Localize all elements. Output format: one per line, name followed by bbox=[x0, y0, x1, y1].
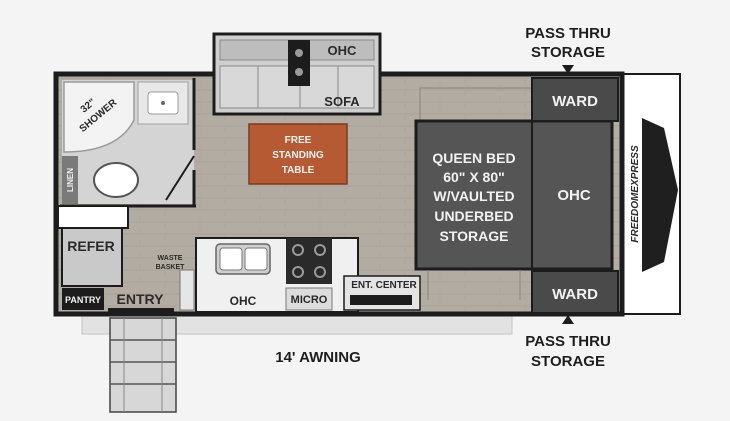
ward-top-label: WARD bbox=[552, 93, 598, 110]
queen-bed-label-1: QUEEN BED bbox=[432, 150, 515, 166]
front-window bbox=[642, 118, 678, 272]
table-label-1: FREE bbox=[285, 135, 312, 146]
brand-logo: FREEDOMEXPRESS bbox=[630, 145, 641, 243]
pass-thru-top-arrow-icon bbox=[562, 65, 574, 74]
linen-label: LINEN bbox=[66, 168, 75, 192]
stove bbox=[286, 238, 332, 284]
pantry bbox=[62, 288, 104, 310]
ent-center-label: ENT. CENTER bbox=[351, 280, 417, 291]
shower bbox=[63, 81, 135, 153]
entry-label: ENTRY bbox=[117, 291, 165, 307]
pass-thru-bottom-label-2: STORAGE bbox=[531, 353, 605, 370]
entry-steps bbox=[109, 317, 177, 413]
slide-speaker bbox=[288, 40, 310, 86]
waste-basket-label-1: WASTE bbox=[158, 255, 183, 262]
queen-bed bbox=[414, 119, 614, 271]
pass-thru-bottom-arrow-icon bbox=[562, 315, 574, 324]
refer-label: REFER bbox=[67, 238, 114, 254]
sofa-label: SOFA bbox=[324, 94, 360, 109]
table-label-2: STANDING bbox=[272, 150, 324, 161]
table-label-3: TABLE bbox=[282, 165, 315, 176]
queen-bed-label-2: 60" X 80" bbox=[443, 169, 505, 185]
ohc-bed-label: OHC bbox=[557, 187, 591, 204]
ohc-kitchen-label: OHC bbox=[230, 294, 257, 308]
free-standing-table bbox=[248, 123, 348, 185]
ohc-slide-label: OHC bbox=[328, 43, 358, 58]
entry-door[interactable] bbox=[108, 308, 174, 316]
pantry-label: PANTRY bbox=[65, 295, 101, 305]
ward-bottom-label: WARD bbox=[552, 286, 598, 303]
ward-top bbox=[531, 77, 619, 122]
micro bbox=[285, 287, 333, 311]
micro-label: MICRO bbox=[291, 294, 328, 306]
ward-bottom bbox=[531, 270, 619, 314]
waste-basket bbox=[179, 269, 195, 311]
toilet bbox=[93, 162, 139, 198]
pass-thru-top-label-2: STORAGE bbox=[531, 44, 605, 61]
waste-basket-label-2: BASKET bbox=[156, 264, 186, 271]
awning-label: 14' AWNING bbox=[275, 349, 361, 366]
pass-thru-bottom-label-1: PASS THRU bbox=[525, 333, 611, 350]
queen-bed-label-3: W/VAULTED bbox=[433, 188, 514, 204]
queen-bed-label-4: UNDERBED bbox=[434, 208, 513, 224]
pass-thru-top-label-1: PASS THRU bbox=[525, 25, 611, 42]
bathroom-door[interactable] bbox=[165, 155, 195, 201]
queen-bed-label-5: STORAGE bbox=[440, 228, 509, 244]
refer bbox=[61, 227, 123, 287]
linen bbox=[62, 156, 78, 204]
